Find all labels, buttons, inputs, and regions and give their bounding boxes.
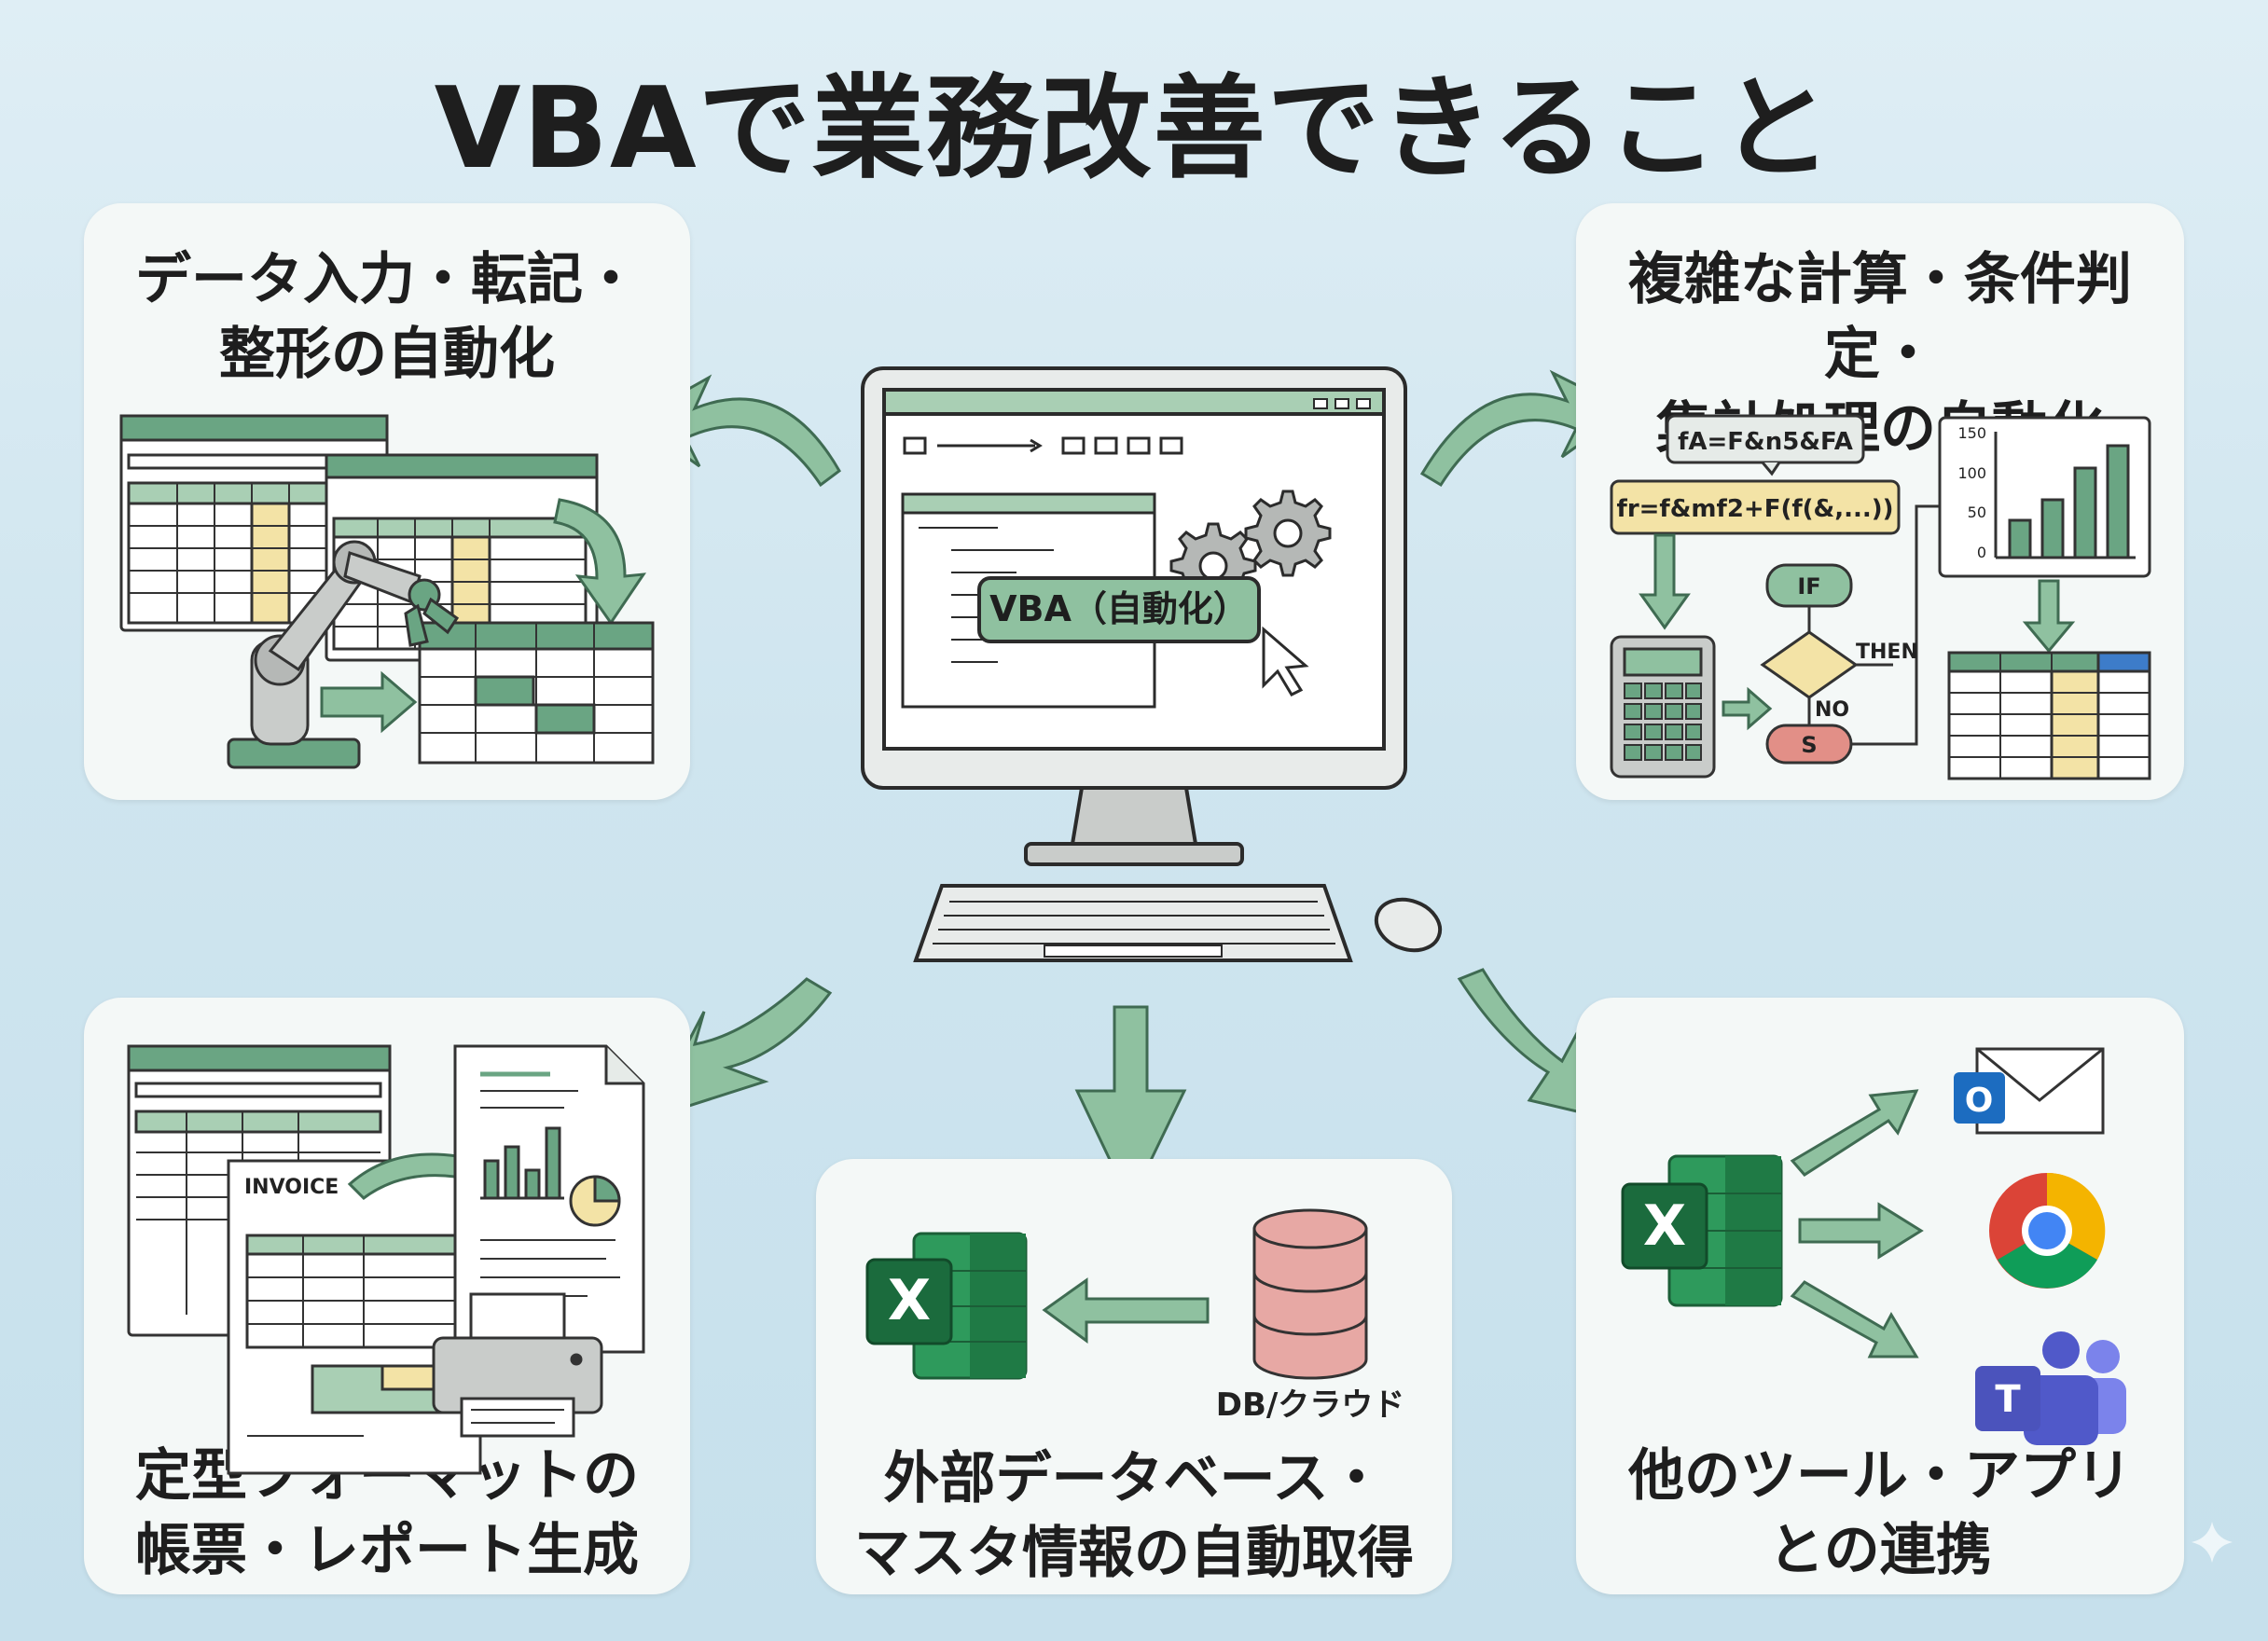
card-tool-integration: 他のツール・アプリ との連携 X O	[1576, 998, 2184, 1594]
calculator-icon	[1610, 635, 1716, 779]
s-label: S	[1801, 732, 1817, 758]
vba-badge	[977, 576, 1261, 643]
gear-icon-small	[1244, 490, 1332, 577]
formula-bubble-2	[1610, 479, 1901, 535]
calculation-illustration: fA=F&n5&FA fr=f&mf2+F(f(&,...))	[1610, 414, 2151, 780]
excel-icon	[1621, 1154, 1783, 1307]
arrow-to-chrome	[1798, 1202, 1924, 1260]
outlook-letter: O	[1965, 1082, 1994, 1120]
integration-illustration: X O T	[1621, 1047, 2126, 1445]
outlook-icon	[1954, 1047, 2105, 1135]
arrow-to-teams	[1790, 1280, 1919, 1358]
vba-badge-label: VBA（自動化）	[989, 588, 1249, 629]
card-title-line2: との連携	[1768, 1518, 1992, 1583]
formula-text-2: fr=f&mf2+F(f(&,...))	[1617, 495, 1894, 523]
bar-3	[2073, 466, 2097, 559]
bar-4	[2106, 444, 2130, 559]
chrome-icon	[1989, 1172, 2106, 1289]
axis-label-100: 100	[1957, 464, 1986, 482]
card-title-line1: 他のツール・アプリ	[1628, 1443, 2132, 1509]
report-document	[453, 1044, 645, 1354]
mini-bar-chart	[1938, 416, 2151, 578]
arrow-to-outlook	[1790, 1089, 1919, 1177]
card-title-line1: 外部データベース・	[883, 1446, 1385, 1511]
report-illustration: INVOICE	[127, 1044, 645, 1475]
external-data-illustration: X DB/クラウド	[865, 1208, 1405, 1424]
teams-icon	[1975, 1331, 2126, 1445]
card-calculation-automation: 複雑な計算・条件判定・ 集計処理の自動化 fA=F&n5&FA fr=f&mf2…	[1576, 203, 2184, 800]
card-title-line2: マスタ情報の自動取得	[854, 1521, 1414, 1586]
invoice-label: INVOICE	[244, 1176, 339, 1199]
page-title: VBAで業務改善できること	[434, 64, 1834, 194]
db-cloud-label: DB/クラウド	[1216, 1386, 1405, 1424]
card-title: 他のツール・アプリ との連携	[1576, 1439, 2184, 1588]
cursor-icon	[1262, 626, 1309, 696]
transfer-arrow	[553, 498, 647, 626]
robot-arm	[227, 540, 460, 769]
database-icon	[1252, 1208, 1368, 1380]
db-to-excel-arrow	[1042, 1277, 1210, 1344]
formula-bubble-1	[1666, 414, 1865, 476]
calc-to-flow-arrow	[1722, 686, 1773, 731]
arrow-to-bottom-left	[644, 977, 833, 1122]
down-arrow-left	[1639, 533, 1691, 630]
flowchart	[1760, 504, 1949, 765]
excel-letter: X	[1643, 1193, 1686, 1259]
card-title-line2: 整形の自動化	[219, 322, 555, 387]
result-table	[1947, 651, 2151, 780]
robot-arrow	[320, 670, 418, 734]
if-label: IF	[1797, 573, 1820, 600]
data-entry-illustration	[119, 414, 655, 769]
card-title-line1: データ入力・転記・	[135, 247, 639, 312]
no-label: NO	[1815, 698, 1849, 722]
teams-letter: T	[1995, 1378, 2021, 1421]
card-external-data: 外部データベース・ マスタ情報の自動取得 X DB/クラウド	[816, 1159, 1452, 1594]
printer-icon	[432, 1292, 603, 1438]
bar-1	[2008, 518, 2032, 559]
axis-label-150: 150	[1957, 424, 1986, 442]
output-table	[418, 621, 655, 765]
axis-label-0: 0	[1977, 544, 1986, 561]
card-report-generation: 定型フォーマットの 帳票・レポート生成 INVOICE	[84, 998, 690, 1594]
arrow-to-bottom-center	[1074, 1005, 1187, 1207]
formula-text-1: fA=F&n5&FA	[1678, 428, 1853, 456]
card-title: 外部データベース・ マスタ情報の自動取得	[816, 1441, 1452, 1591]
card-data-entry-automation: データ入力・転記・ 整形の自動化	[84, 203, 690, 800]
mouse	[1374, 897, 1443, 953]
down-arrow-right	[2022, 579, 2076, 654]
card-title: データ入力・転記・ 整形の自動化	[84, 242, 690, 392]
card-title-line1: 複雑な計算・条件判定・	[1628, 247, 2132, 387]
axis-label-50: 50	[1968, 503, 1986, 521]
keyboard	[913, 884, 1353, 962]
excel-icon	[865, 1232, 1028, 1380]
bar-2	[2040, 498, 2065, 559]
then-label: THEN	[1856, 641, 1918, 664]
excel-letter: X	[888, 1268, 931, 1333]
card-title-line2: 帳票・レポート生成	[135, 1518, 639, 1583]
